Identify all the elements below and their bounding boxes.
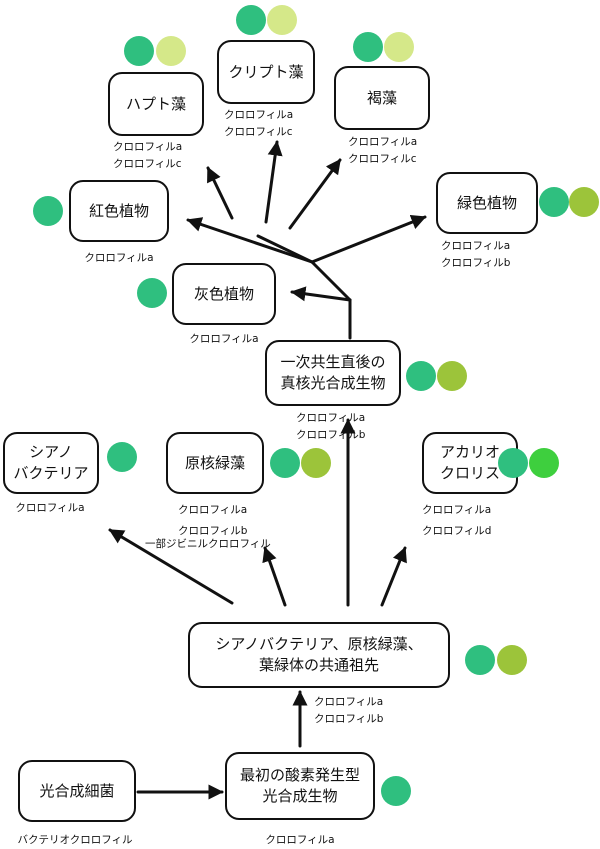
pigment-green-plants: クロロフィルa クロロフィルb <box>441 240 511 269</box>
chlorophyll-b-dot <box>301 448 331 478</box>
pigment-glaucophyte: クロロフィルa <box>189 333 259 345</box>
arrow-to-brown-algae <box>288 158 342 230</box>
pigment-acaryochloris: クロロフィルa クロロフィルd <box>422 504 492 537</box>
pigment-prochlorophyte: クロロフィルa クロロフィルb <box>178 504 248 537</box>
chlorophyll-a-dot <box>124 36 154 66</box>
node-brown-algae: 褐藻 <box>334 66 430 130</box>
arrow-to-glaucophyte <box>290 286 352 302</box>
chlorophyll-a-dot <box>236 5 266 35</box>
chlorophyll-c-dot <box>156 36 186 66</box>
chlorophyll-c-dot <box>384 32 414 62</box>
node-primary-endosymbiosis: 一次共生直後の 真核光合成生物 <box>265 340 401 406</box>
node-green-plants: 緑色植物 <box>436 172 538 234</box>
pigment-primary-endosymbiosis: クロロフィルa クロロフィルb <box>296 412 366 441</box>
node-red-algae: 紅色植物 <box>69 180 169 242</box>
node-first-oxygenic: 最初の酸素発生型 光合成生物 <box>225 752 375 820</box>
node-cyanobacteria: シアノ バクテリア <box>3 432 99 494</box>
arrow-to-haptophyte <box>206 166 234 220</box>
note-prochlorophyte: 一部ジビニルクロロフィル <box>145 538 271 550</box>
chlorophyll-a-dot <box>353 32 383 62</box>
chlorophyll-b-dot <box>569 187 599 217</box>
arrow-ancestor-to-prochlorophyte <box>262 546 287 607</box>
pigment-first-oxygenic: クロロフィルa <box>265 834 335 846</box>
chlorophyll-b-dot <box>437 361 467 391</box>
chlorophyll-a-dot <box>498 448 528 478</box>
node-haptophyte: ハプト藻 <box>108 72 204 136</box>
node-prochlorophyte: 原核緑藻 <box>166 432 264 494</box>
arrow-to-green-plants <box>310 215 427 264</box>
arrow-ancestor-to-cyanobacteria <box>108 528 234 605</box>
chlorophyll-d-dot <box>529 448 559 478</box>
chlorophyll-a-dot <box>406 361 436 391</box>
trunk-upper <box>310 260 352 302</box>
pigment-cyanobacteria: クロロフィルa <box>15 502 85 514</box>
pigment-haptophyte: クロロフィルa クロロフィルc <box>113 141 183 170</box>
chlorophyll-a-dot <box>33 196 63 226</box>
pigment-common-ancestor: クロロフィルa クロロフィルb <box>314 696 384 725</box>
chlorophyll-a-dot <box>107 442 137 472</box>
chlorophyll-a-dot <box>539 187 569 217</box>
arrow-ancestor-to-acaryochloris <box>380 546 407 607</box>
pigment-cryptophyte: クロロフィルa クロロフィルc <box>224 109 294 138</box>
node-common-ancestor: シアノバクテリア、原核緑藻、 葉緑体の共通祖先 <box>188 622 450 688</box>
chlorophyll-a-dot <box>270 448 300 478</box>
node-glaucophyte: 灰色植物 <box>172 263 276 325</box>
arrow-to-red-algae <box>186 217 314 264</box>
chlorophyll-a-dot <box>465 645 495 675</box>
chlorophyll-a-dot <box>137 278 167 308</box>
pigment-red-algae: クロロフィルa <box>84 252 154 264</box>
node-cryptophyte: クリプト藻 <box>217 40 315 104</box>
chlorophyll-b-dot <box>497 645 527 675</box>
pigment-photosynthetic-bacteria: バクテリオクロロフィル <box>17 834 133 846</box>
branch-secondary <box>256 234 314 264</box>
chlorophyll-a-dot <box>381 776 411 806</box>
arrow-to-cryptophyte <box>264 140 283 224</box>
pigment-brown-algae: クロロフィルa クロロフィルc <box>348 136 418 165</box>
chlorophyll-c-dot <box>267 5 297 35</box>
node-photosynthetic-bacteria: 光合成細菌 <box>18 760 136 822</box>
